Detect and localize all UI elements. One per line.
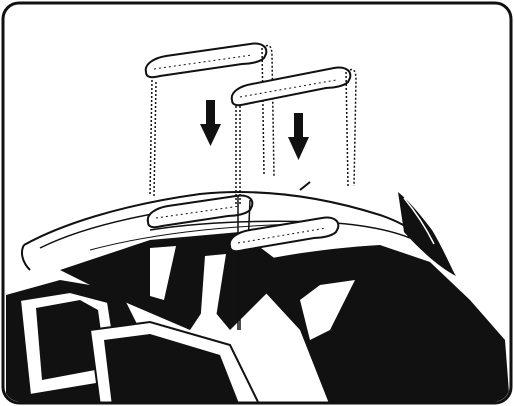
roof-rack-diagram — [0, 0, 514, 406]
illustration-frame — [0, 0, 514, 406]
